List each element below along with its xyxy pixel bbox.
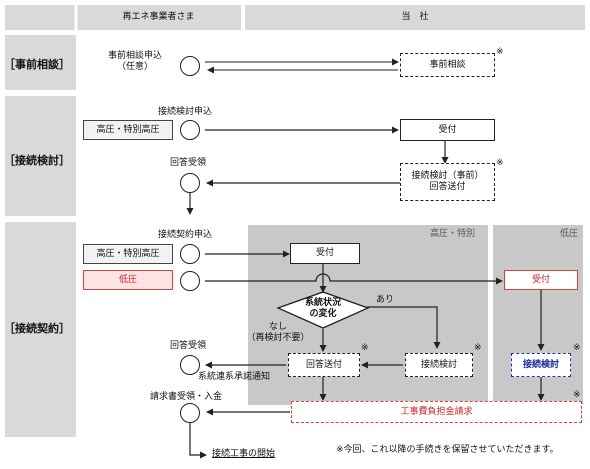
pre-apply-node	[180, 56, 200, 76]
contract-voltage-high-box: 高圧・特別高圧	[83, 244, 173, 264]
review-answer-label: 回答受領	[170, 158, 207, 168]
contract-receipt-high-box: 受付	[290, 243, 360, 264]
send-note-mark: ※	[361, 343, 369, 353]
panel-low	[493, 225, 583, 405]
review-answer-node	[180, 173, 200, 193]
column-high-label: 高圧・特別	[430, 229, 476, 239]
panel-high	[248, 225, 488, 405]
invoice-node	[180, 403, 200, 423]
review-apply-node	[180, 120, 200, 140]
pre-consult-box: 事前相談	[400, 53, 495, 77]
contract-apply-label: 接続契約申込	[158, 230, 213, 240]
review-receipt-box: 受付	[400, 119, 495, 141]
review-high-note-mark: ※	[474, 343, 482, 353]
contract-answer-label: 回答受領	[170, 341, 207, 351]
header-company: 当 社	[401, 12, 429, 22]
start-label: 接続工事の開始	[212, 449, 276, 459]
pre-note-mark: ※	[496, 47, 504, 57]
review-apply-label: 接続検討申込	[158, 107, 213, 117]
decision-diamond	[276, 291, 370, 329]
contract-high-node	[180, 244, 200, 264]
charge-box: 工事費負担金請求	[291, 401, 582, 423]
review-check-box: 接続検討（事前） 回答送付	[400, 163, 495, 201]
decision-no-label: なし （再検討不要）	[246, 322, 310, 343]
pre-apply-label: 事前相談申込 （任意）	[107, 51, 162, 72]
contract-review-box: 接続検討	[405, 353, 473, 377]
contract-receipt-low-box: 受付	[504, 270, 578, 290]
header-applicant: 再エネ事業者さま	[122, 12, 195, 22]
contract-low-node	[180, 271, 200, 291]
column-low-label: 低圧	[560, 229, 579, 239]
section-contract: ［接続契約］	[4, 322, 70, 335]
review-low-note-mark: ※	[573, 343, 581, 353]
contract-answer-node	[180, 355, 200, 375]
notice-label: 系統連系承諾通知	[198, 372, 271, 382]
contract-review-low-box: 接続検討	[511, 353, 571, 377]
decision-label: 系統状況 の変化	[304, 298, 341, 319]
contract-send-box: 回答送付	[288, 353, 360, 377]
section-review: ［接続検討］	[4, 154, 70, 167]
decision-yes-label: あり	[376, 295, 395, 305]
charge-note-mark: ※	[573, 390, 581, 400]
footnote: ※今回、これ以降の手続きを保留させていただきます。	[336, 445, 559, 455]
review-voltage-box: 高圧・特別高圧	[83, 120, 173, 140]
section-pre: ［事前相談］	[4, 58, 70, 71]
contract-voltage-low-box: 低圧	[83, 270, 173, 290]
invoice-label: 請求書受領・入金	[150, 392, 223, 402]
review-note-mark: ※	[496, 158, 504, 168]
